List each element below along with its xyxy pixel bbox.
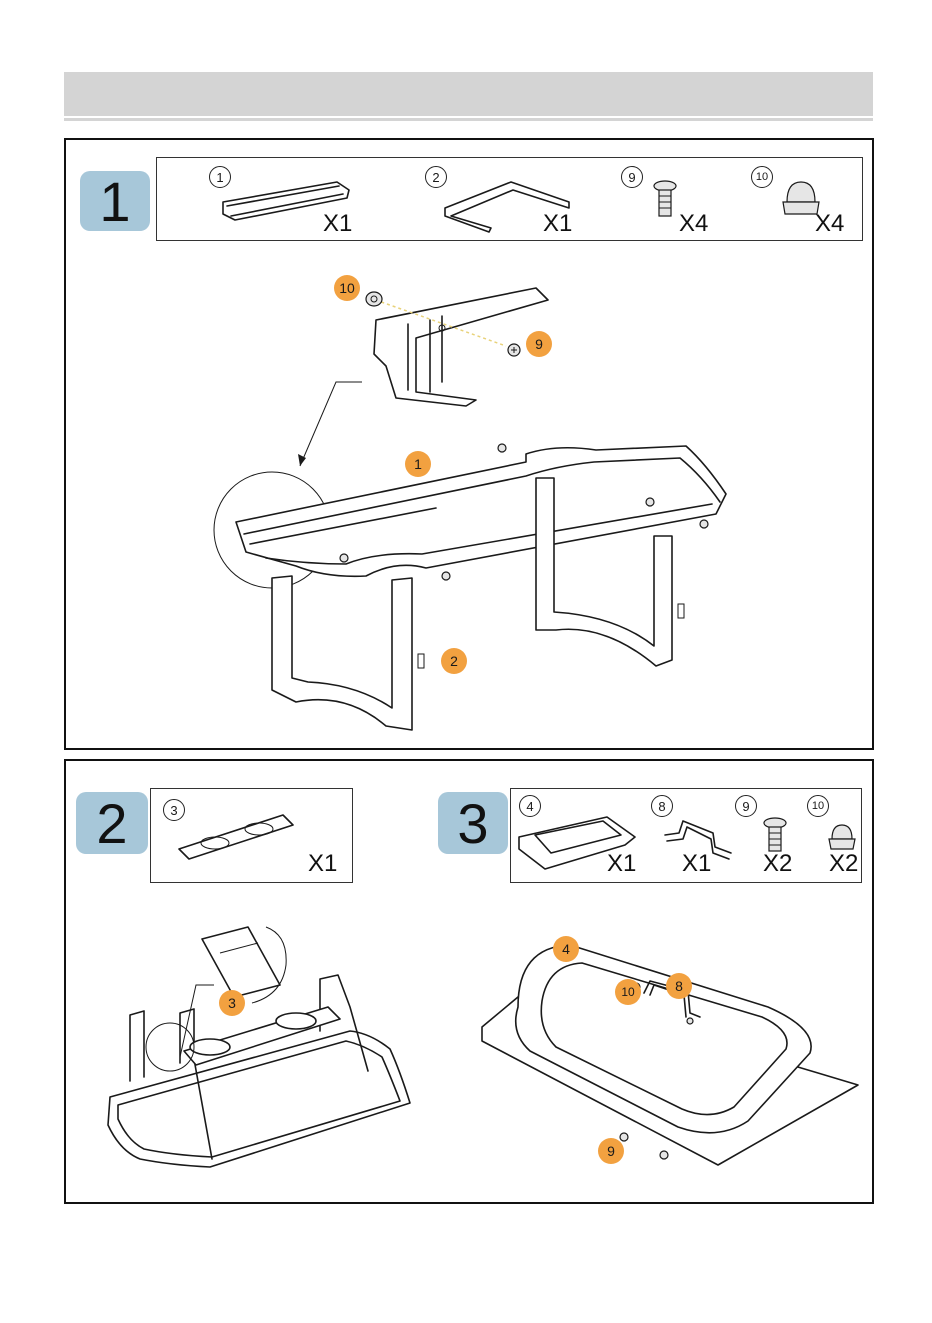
screw-part-icon (653, 180, 677, 220)
header-bar (64, 72, 873, 116)
part-9-qty: X4 (679, 210, 708, 238)
callout-bracket-3: 3 (219, 990, 245, 1016)
part-1-qty: X1 (323, 210, 352, 238)
part-3-qty: X1 (308, 850, 337, 878)
callout-leg-2: 2 (441, 648, 467, 674)
step-1-panel: 1 1 X1 2 X1 9 X4 10 X4 (64, 138, 874, 750)
step-2-3-panel: 2 3 X1 3 4 X1 8 X1 9 X2 10 (64, 759, 874, 1204)
nut-icon (364, 290, 384, 308)
rack-assembly-illustration (100, 967, 430, 1177)
screw-icon (506, 342, 522, 358)
step-3-badge: 3 (438, 792, 508, 854)
callout-screw-9b: 9 (598, 1138, 624, 1164)
callout-screw-9: 9 (526, 331, 552, 357)
part-4-qty: X1 (607, 850, 636, 878)
part-9b-qty: X2 (763, 850, 792, 878)
part-2-qty: X1 (543, 210, 572, 238)
step-1-badge: 1 (80, 171, 150, 231)
step-3-parts-box: 4 X1 8 X1 9 X2 10 X2 (510, 788, 862, 883)
step-2-badge: 2 (76, 792, 148, 854)
frame-assembly-illustration (226, 440, 726, 740)
bracket-part-icon (175, 809, 305, 859)
part-10b-number: 10 (807, 795, 829, 817)
step-1-parts-box: 1 X1 2 X1 9 X4 10 X4 (156, 157, 863, 241)
callout-nut-10: 10 (334, 275, 360, 301)
header-rule (64, 118, 873, 121)
part-9-number: 9 (621, 166, 643, 188)
pan-assembly-illustration (478, 937, 858, 1167)
callout-nut-10b: 10 (615, 979, 641, 1005)
step-2-parts-box: 3 X1 (150, 788, 353, 883)
part-9b-number: 9 (735, 795, 757, 817)
cap-nut-part-icon (827, 823, 857, 853)
part-10-qty: X4 (815, 210, 844, 238)
part-8-number: 8 (651, 795, 673, 817)
part-10b-qty: X2 (829, 850, 858, 878)
part-10-number: 10 (751, 166, 773, 188)
callout-handle-8: 8 (666, 973, 692, 999)
callout-pan-4: 4 (553, 936, 579, 962)
part-8-qty: X1 (682, 850, 711, 878)
callout-frame-1: 1 (405, 451, 431, 477)
